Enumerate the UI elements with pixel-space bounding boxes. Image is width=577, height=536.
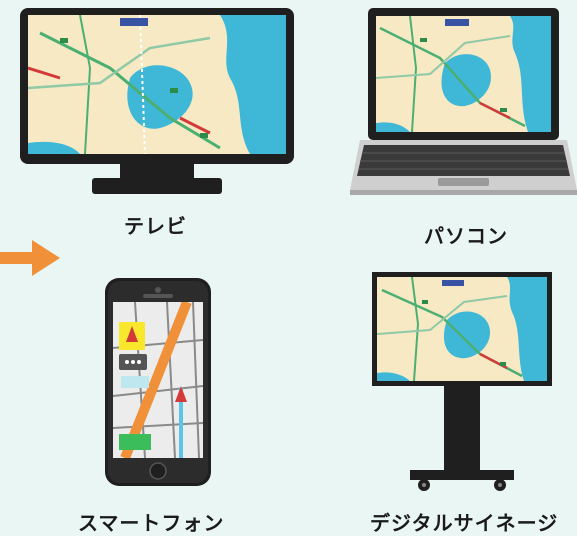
signage-map-screen [377,277,547,381]
laptop-map-screen [376,16,551,132]
tv-label: テレビ [124,214,187,238]
smartphone-illustration [105,278,211,486]
pc-label: パソコン [424,224,508,248]
digital-signage-illustration [372,272,552,491]
laptop-illustration [350,8,577,195]
signage-label: デジタルサイネージ [370,511,559,535]
tv-map-screen [28,15,286,154]
arrow-right-icon [0,240,60,276]
smartphone-label: スマートフォン [78,511,225,535]
tv-illustration [20,8,294,194]
smartphone-map-screen [113,302,203,458]
